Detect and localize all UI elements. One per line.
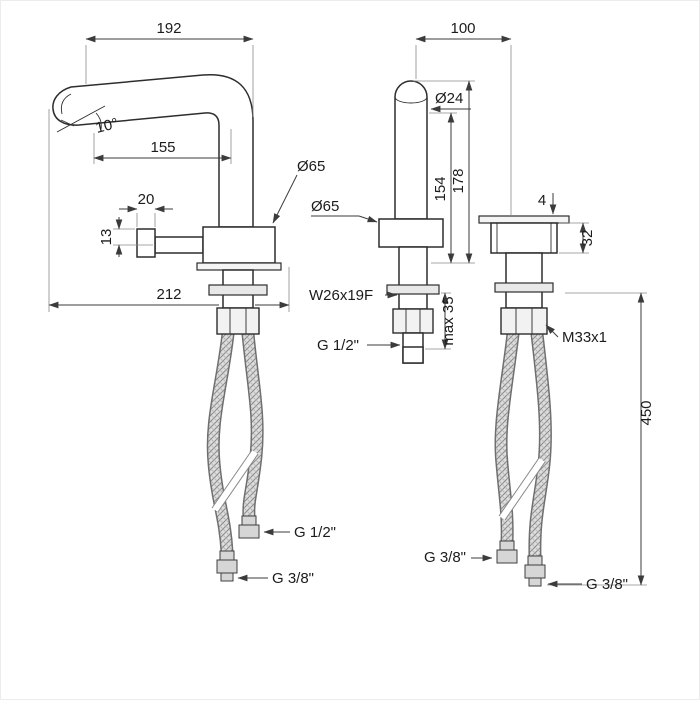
dim-20: 20: [138, 191, 155, 208]
dim-154: 154: [432, 176, 449, 201]
g38-left-hose: G 3/8": [272, 570, 314, 587]
leader-dia65-left: [272, 174, 298, 224]
hose-break-right: [498, 457, 546, 521]
valve-threaded-shank: [505, 252, 543, 309]
hose-left-a-hex: [216, 559, 238, 574]
g38-right-hose-a: G 3/8": [424, 549, 466, 566]
faucet-locknut-facets: [229, 308, 247, 334]
thread-m33x1: M33x1: [562, 329, 607, 346]
dim-100: 100: [450, 20, 475, 37]
angle-cut-line: [56, 105, 106, 133]
spout-base-flange: [378, 218, 444, 248]
side-inlet-cap: [136, 228, 156, 258]
g12-middle: G 1/2": [317, 337, 359, 354]
dia-24: Ø24: [435, 90, 463, 107]
dim-32: 32: [579, 230, 596, 247]
hose-right-a-collar: [499, 540, 515, 551]
spout-locknut-facets: [405, 309, 421, 333]
g12-left-hose: G 1/2": [294, 524, 336, 541]
dimension-annotations: 192 100 10° 155 Ø24 Ø65 Ø65 154 178 13 2…: [48, 20, 655, 593]
left-faucet: [52, 73, 282, 582]
spout-locknut: [392, 308, 434, 334]
flexible-hoses: [206, 327, 552, 564]
dim-192: 192: [156, 20, 181, 37]
hose-left-a-braid: [208, 329, 233, 557]
spout-column: [394, 80, 428, 220]
faucet-washer: [208, 284, 268, 296]
thread-w26x19f: W26x19F: [309, 287, 373, 304]
faucet-body: [202, 226, 276, 264]
hose-left-b-braid: [243, 329, 263, 522]
dim-178: 178: [450, 168, 467, 193]
valve-locknut: [500, 307, 548, 335]
hose-left-b-collar: [241, 515, 257, 526]
dia-65-middle: Ø65: [311, 198, 339, 215]
dim-450: 450: [638, 400, 655, 425]
dim-155: 155: [150, 139, 175, 156]
faucet-base-plate: [196, 262, 282, 271]
dim-max-35: max 35: [440, 296, 457, 345]
hose-right-b-collar: [527, 555, 543, 566]
side-inlet-pipe: [154, 236, 204, 254]
dia-65-left: Ø65: [297, 158, 325, 175]
leader-m33: [545, 324, 559, 338]
spout-column-cap-line: [394, 96, 428, 104]
spout-threaded-shank: [398, 246, 428, 310]
g38-right-hose-b: G 3/8": [586, 576, 628, 593]
spout-washer: [386, 284, 440, 295]
hose-right-a-hex: [496, 549, 518, 564]
extension-lines: [48, 45, 647, 586]
valve-washer: [494, 282, 554, 293]
hose-right-b-hex: [524, 564, 546, 579]
hose-break-left: [211, 449, 259, 513]
valve-body: [490, 222, 558, 254]
hose-right-b-tip: [528, 577, 542, 587]
leader-dia65-mid: [358, 215, 378, 223]
hose-left-b-hex: [238, 524, 260, 539]
middle-spout: [378, 80, 444, 364]
angle-arc: [95, 112, 102, 130]
valve-cover-plate: [478, 215, 570, 224]
valve-body-edges: [496, 223, 552, 253]
spout-outline: [52, 73, 254, 228]
dim-4: 4: [538, 192, 546, 209]
hose-left-a-tip: [220, 572, 234, 582]
dim-212: 212: [156, 286, 181, 303]
dim-13: 13: [98, 229, 115, 246]
angle-10: 10°: [94, 115, 120, 137]
spout-inlet-thread: [402, 346, 424, 364]
faucet-locknut: [216, 307, 260, 335]
right-valve: [478, 215, 570, 587]
valve-locknut-facets: [515, 308, 533, 334]
hose-left-a-collar: [219, 550, 235, 561]
spout-tip-detail: [60, 93, 75, 127]
